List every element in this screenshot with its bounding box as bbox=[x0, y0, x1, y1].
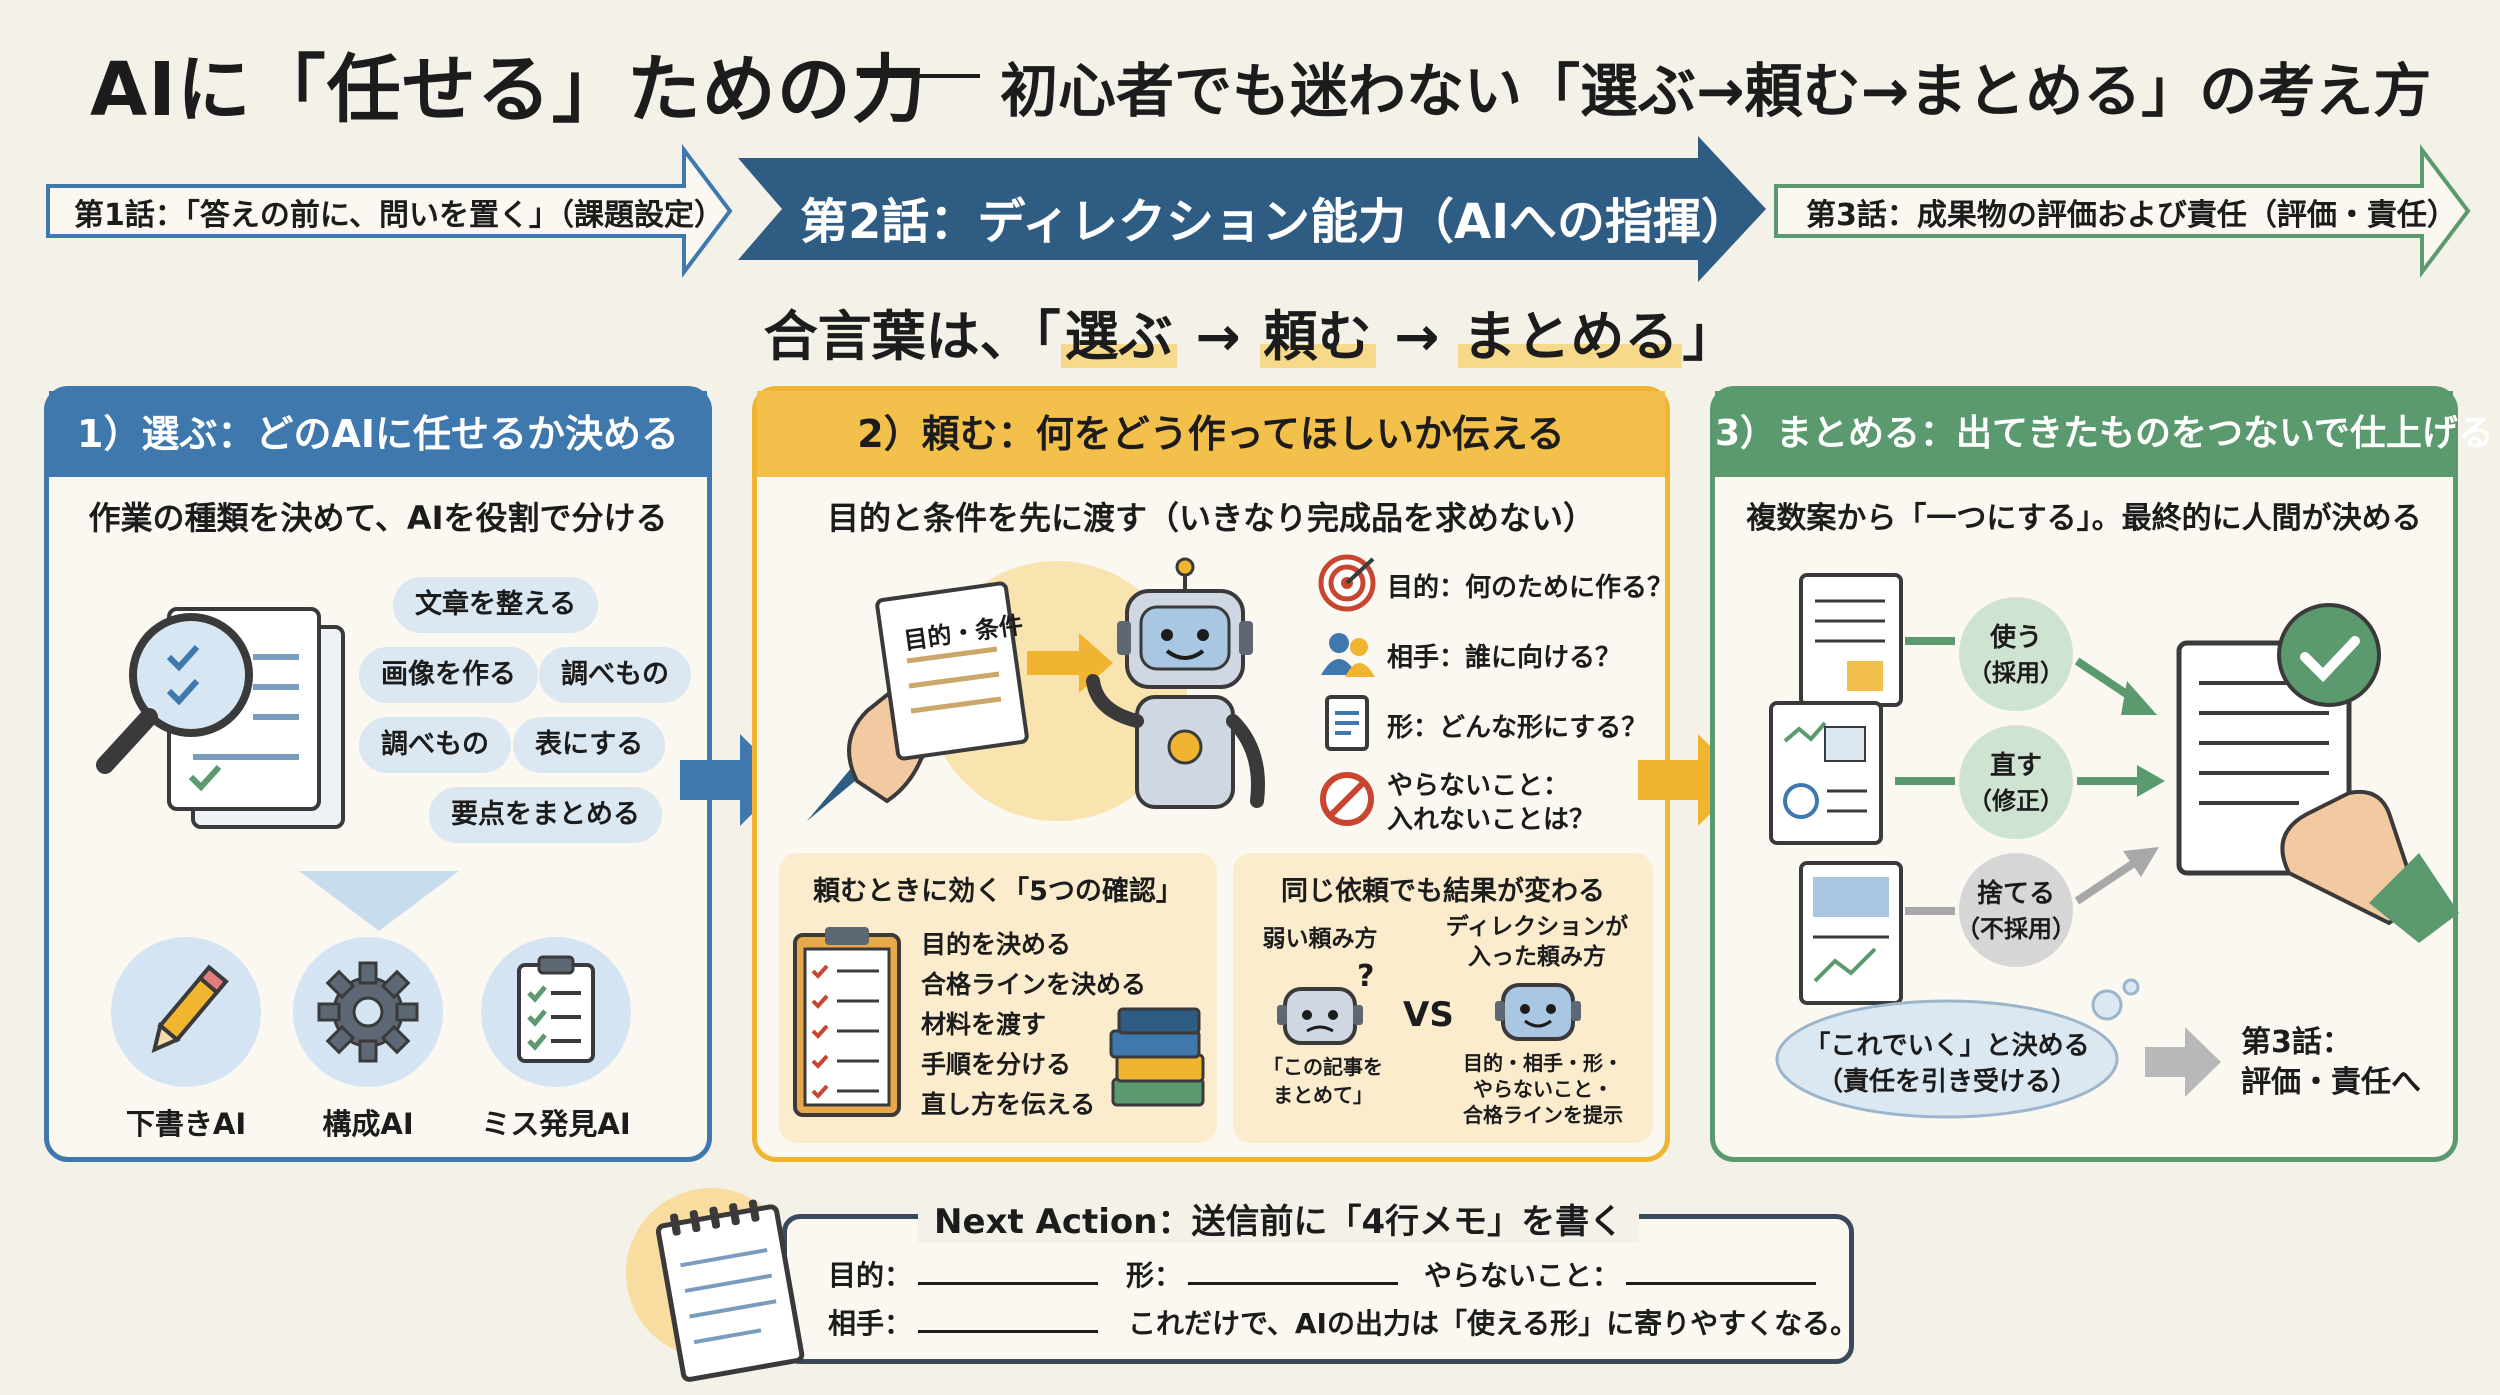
books-icon bbox=[1109, 1007, 1205, 1107]
next-episode-topic: 評価・責任へ bbox=[2241, 1065, 2421, 1100]
motto-word-summarize: まとめる bbox=[1458, 305, 1683, 368]
page-subtitle: 初心者でも迷わない「選ぶ→頼む→まとめる」の考え方 bbox=[1000, 57, 2432, 125]
motto: 合言葉は、「選ぶ → 頼む → まとめる」 bbox=[763, 305, 1737, 368]
pencil-icon bbox=[151, 964, 229, 1053]
weak-label: 弱い頼み方 bbox=[1262, 926, 1378, 952]
role-structure-ai: 構成AI bbox=[322, 1107, 414, 1141]
title-divider bbox=[860, 74, 980, 78]
five-check-3: 材料を渡す bbox=[921, 1010, 1047, 1039]
memo-note: これだけで、AIの出力は「使える形」に寄りやすくなる。 bbox=[1128, 1307, 1859, 1340]
weak-robot-icon bbox=[1277, 987, 1363, 1045]
panel-select: 1）選ぶ：どのAIに任せるか決める 作業の種類を決めて、AIを役割で分ける 文章… bbox=[44, 386, 712, 1162]
decision-responsibility: （責任を引き受ける） bbox=[1816, 1067, 2077, 1097]
check-audience: 相手：誰に向ける？ bbox=[1387, 643, 1622, 673]
draft-documents-icon bbox=[1769, 573, 1903, 1005]
five-check-1: 目的を決める bbox=[921, 930, 1072, 959]
decision-thought-bubble bbox=[1775, 978, 2140, 1119]
page-title: AIに「任せる」ための力 bbox=[90, 47, 927, 133]
strong-label-2: 入った頼み方 bbox=[1468, 944, 1606, 970]
choice-adopt-bubble bbox=[1959, 597, 2073, 711]
five-check-2: 合格ラインを決める bbox=[921, 970, 1147, 999]
five-check-5: 直し方を伝える bbox=[921, 1090, 1096, 1119]
episode-2-arrow bbox=[738, 136, 1766, 282]
strong-label-1: ディレクションが bbox=[1445, 914, 1629, 940]
panel-select-subheading: 作業の種類を決めて、AIを役割で分ける bbox=[88, 499, 668, 537]
magnifier-document-icon bbox=[96, 607, 345, 829]
episode-2-label: 第2話：ディレクション能力（AIへの指揮） bbox=[800, 194, 1750, 250]
choice-adopt-sub: （採用） bbox=[1968, 659, 2064, 687]
panel-summarize-subheading: 複数案から「一つにする」。最終的に人間が決める bbox=[1746, 501, 2422, 536]
notepad-icon bbox=[655, 1199, 805, 1382]
question-mark: ? bbox=[1357, 959, 1375, 994]
choice-fix-sub: （修正） bbox=[1968, 787, 2064, 815]
choice-reject-sub: （不採用） bbox=[1956, 915, 2076, 943]
strong-caption-1: 目的・相手・形・ bbox=[1463, 1051, 1623, 1075]
strong-robot-icon bbox=[1495, 983, 1581, 1041]
approved-document-icon bbox=[2176, 603, 2459, 943]
memo-audience: 相手： bbox=[828, 1302, 1099, 1342]
panel-summarize: 3）まとめる：出てきたものをつないで仕上げる 複数案から「一つにする」。最終的に… bbox=[1710, 386, 2494, 1162]
clipboard-icon bbox=[793, 927, 901, 1117]
task-pill-make-image: 画像を作る bbox=[359, 647, 538, 703]
checklist-icon bbox=[517, 955, 595, 1063]
memo-purpose: 目的： bbox=[828, 1254, 1099, 1294]
next-episode-label: 第3話： bbox=[2241, 1025, 2352, 1060]
people-icon bbox=[1321, 633, 1375, 677]
weak-caption-2: まとめて」 bbox=[1273, 1083, 1373, 1107]
memo-avoid: やらないこと： bbox=[1424, 1254, 1817, 1294]
next-arrow-icon bbox=[2145, 1027, 2221, 1097]
decision-text: 「これでいく」と決める bbox=[1804, 1031, 2090, 1061]
weak-caption-1: 「この記事を bbox=[1263, 1055, 1383, 1079]
panel-select-header: 1）選ぶ：どのAIに任せるか決める bbox=[49, 391, 707, 477]
task-pill-make-table: 表にする bbox=[513, 717, 666, 773]
panel-request: 2）頼む：何をどう作ってほしいか伝える 目的と条件を先に渡す（いきなり完成品を求… bbox=[752, 386, 1674, 1162]
five-checks-title: 頼むときに効く「5つの確認」 bbox=[813, 876, 1183, 907]
check-avoid-detail: 入れないことは？ bbox=[1387, 805, 1596, 835]
choice-reject-label: 捨てる bbox=[1976, 879, 2055, 909]
task-pill-research: 調べもの bbox=[539, 647, 691, 703]
prohibited-icon bbox=[1320, 772, 1374, 826]
choice-fix-bubble bbox=[1959, 725, 2073, 839]
strong-caption-2: やらないこと・ bbox=[1473, 1077, 1613, 1101]
vs-label: VS bbox=[1403, 995, 1454, 1035]
task-pill-research-2: 調べもの bbox=[359, 717, 511, 773]
merge-arrows bbox=[1895, 637, 2165, 915]
gear-icon bbox=[317, 961, 419, 1063]
task-pill-format-text: 文章を整える bbox=[393, 577, 599, 633]
hand-document-robot-illustration bbox=[807, 557, 1265, 821]
episode-1-arrow bbox=[46, 144, 733, 278]
strong-caption-3: 合格ラインを提示 bbox=[1463, 1103, 1623, 1127]
role-error-finder-ai: ミス発見AI bbox=[481, 1107, 631, 1141]
choice-adopt-label: 使う bbox=[1989, 623, 2042, 653]
panel-request-header: 2）頼む：何をどう作ってほしいか伝える bbox=[757, 391, 1665, 477]
document-icon bbox=[1325, 695, 1369, 751]
next-action-title: Next Action：送信前に「4行メモ」を書く bbox=[918, 1194, 1640, 1243]
panel-summarize-header: 3）まとめる：出てきたものをつないで仕上げる bbox=[1715, 391, 2494, 477]
episode-1-label: 第1話：「答えの前に、問いを置く」（課題設定） bbox=[74, 198, 724, 233]
target-icon bbox=[1318, 554, 1376, 612]
check-purpose: 目的：何のために作る？ bbox=[1387, 573, 1674, 603]
episode-3-label: 第3話：成果物の評価および責任（評価・責任） bbox=[1806, 198, 2457, 233]
down-arrow-icon bbox=[299, 871, 459, 931]
motto-word-request: 頼む bbox=[1259, 305, 1376, 368]
five-check-4: 手順を分ける bbox=[921, 1050, 1072, 1079]
check-avoid: やらないこと： bbox=[1387, 771, 1570, 801]
episode-3-arrow bbox=[1774, 144, 2471, 278]
check-form: 形：どんな形にする？ bbox=[1387, 713, 1648, 743]
task-pill-summarize: 要点をまとめる bbox=[429, 787, 662, 843]
motto-word-select: 選ぶ bbox=[1060, 305, 1177, 368]
compare-title: 同じ依頼でも結果が変わる bbox=[1281, 876, 1605, 907]
choice-fix-label: 直す bbox=[1989, 751, 2042, 781]
role-draft-ai: 下書きAI bbox=[125, 1107, 247, 1141]
panel-request-subheading: 目的と条件を先に渡す（いきなり完成品を求めない） bbox=[826, 499, 1595, 537]
choice-reject-bubble bbox=[1959, 853, 2073, 967]
memo-form: 形： bbox=[1126, 1254, 1399, 1294]
